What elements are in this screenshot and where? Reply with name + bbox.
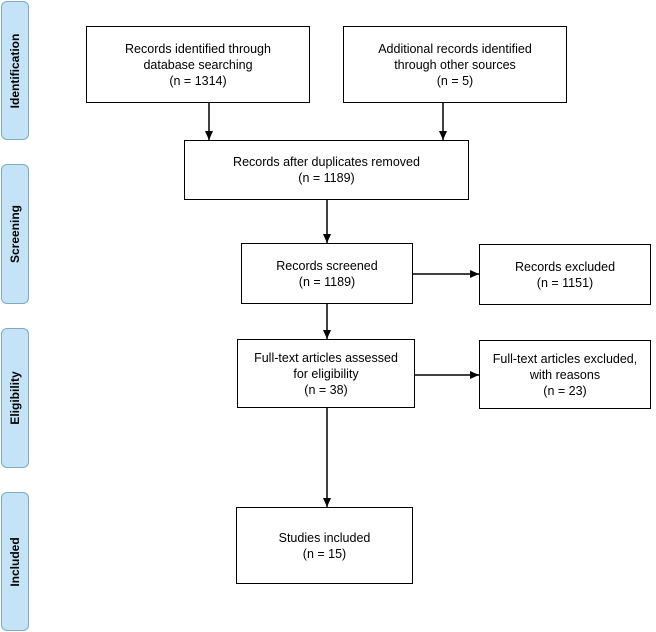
stage-screening: Screening: [1, 164, 29, 304]
box-fulltext-excluded: Full-text articles excluded, with reason…: [479, 340, 651, 409]
box-database-searching: Records identified through database sear…: [86, 26, 310, 103]
box-records-screened: Records screened (n = 1189): [241, 243, 413, 304]
stage-eligibility: Eligibility: [1, 328, 29, 468]
box-other-sources: Additional records identified through ot…: [343, 26, 567, 103]
stage-included: Included: [1, 492, 29, 631]
box-fulltext-assessed: Full-text articles assessed for eligibil…: [237, 339, 415, 408]
box-duplicates-removed: Records after duplicates removed (n = 11…: [184, 140, 469, 200]
box-studies-included: Studies included (n = 15): [236, 507, 413, 584]
box-records-excluded: Records excluded (n = 1151): [479, 244, 651, 305]
stage-identification: Identification: [1, 1, 29, 140]
